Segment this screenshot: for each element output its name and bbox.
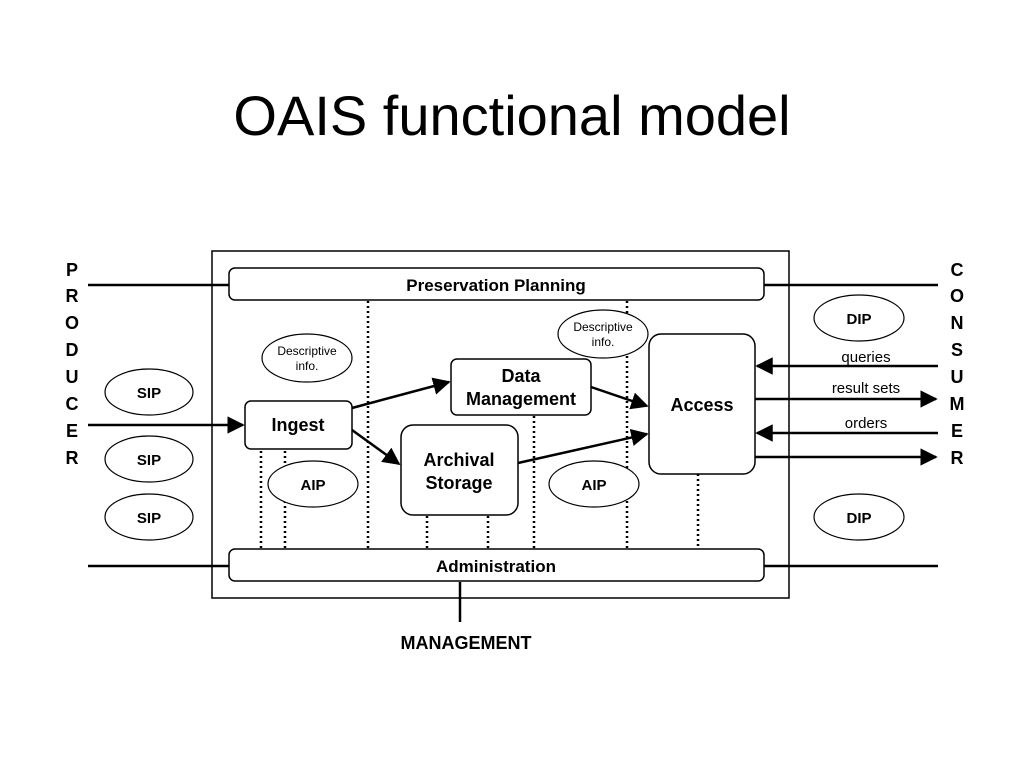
access-box xyxy=(648,333,756,475)
preservation-planning-label: Preservation Planning xyxy=(406,276,586,295)
slide-title: OAIS functional model xyxy=(233,84,791,147)
access-label: Access xyxy=(670,395,733,415)
aip-label: AIP xyxy=(300,477,325,494)
producer-letter: D xyxy=(66,340,79,360)
producer-letter: E xyxy=(66,421,78,441)
descriptive-info-ellipse xyxy=(557,309,649,359)
consumer-letter: M xyxy=(950,394,965,414)
producer-letter: O xyxy=(65,313,79,333)
consumer-letter: S xyxy=(951,340,963,360)
administration-box xyxy=(228,548,765,582)
result-sets-label: result sets xyxy=(832,380,900,397)
sip-ellipse xyxy=(104,368,194,416)
data-management-label: Data xyxy=(501,366,541,386)
sip-ellipse xyxy=(104,493,194,541)
sip-label: SIP xyxy=(137,385,161,402)
consumer-letter: R xyxy=(951,448,964,468)
orders-label: orders xyxy=(845,415,888,432)
sip-label: SIP xyxy=(137,452,161,469)
consumer-letter: C xyxy=(951,260,964,280)
producer-letter: U xyxy=(66,367,79,387)
sip-ellipse xyxy=(104,435,194,483)
descriptive-info-label: Descriptive xyxy=(277,344,337,358)
aip-label: AIP xyxy=(581,477,606,494)
ingest-to-archival-storage-arrow xyxy=(351,428,401,466)
data-management-to-access-arrow xyxy=(590,385,649,410)
archival-storage-label: Storage xyxy=(425,473,492,493)
archival-storage-label: Archival xyxy=(423,450,494,470)
dip-ellipse xyxy=(813,294,905,342)
aip-ellipse xyxy=(267,460,359,508)
consumer-letter: N xyxy=(951,313,964,333)
archival-storage-to-access-arrow xyxy=(517,428,649,465)
dip-label: DIP xyxy=(846,311,871,328)
producer-letter: R xyxy=(66,448,79,468)
management-label: MANAGEMENT xyxy=(401,633,532,653)
consumer-letter: U xyxy=(951,367,964,387)
ingest-box xyxy=(244,400,353,450)
producer-letter: R xyxy=(66,286,79,306)
ingest-label: Ingest xyxy=(271,415,324,435)
sip-label: SIP xyxy=(137,510,161,527)
preservation-planning-box xyxy=(228,267,765,301)
data-management-label: Management xyxy=(466,389,576,409)
queries-label: queries xyxy=(841,349,890,366)
consumer-letter: O xyxy=(950,286,964,306)
aip-ellipse xyxy=(548,460,640,508)
descriptive-info-label: Descriptive xyxy=(573,320,633,334)
dip-label: DIP xyxy=(846,510,871,527)
ingest-to-data-management-arrow xyxy=(351,377,451,410)
descriptive-info-ellipse xyxy=(261,333,353,383)
producer-letter: C xyxy=(66,394,79,414)
consumer-letter: E xyxy=(951,421,963,441)
administration-label: Administration xyxy=(436,557,556,576)
dip-ellipse xyxy=(813,493,905,541)
descriptive-info-label: info. xyxy=(592,335,615,349)
archival-storage-box xyxy=(400,424,519,516)
descriptive-info-label: info. xyxy=(296,359,319,373)
producer-letter: P xyxy=(66,260,78,280)
